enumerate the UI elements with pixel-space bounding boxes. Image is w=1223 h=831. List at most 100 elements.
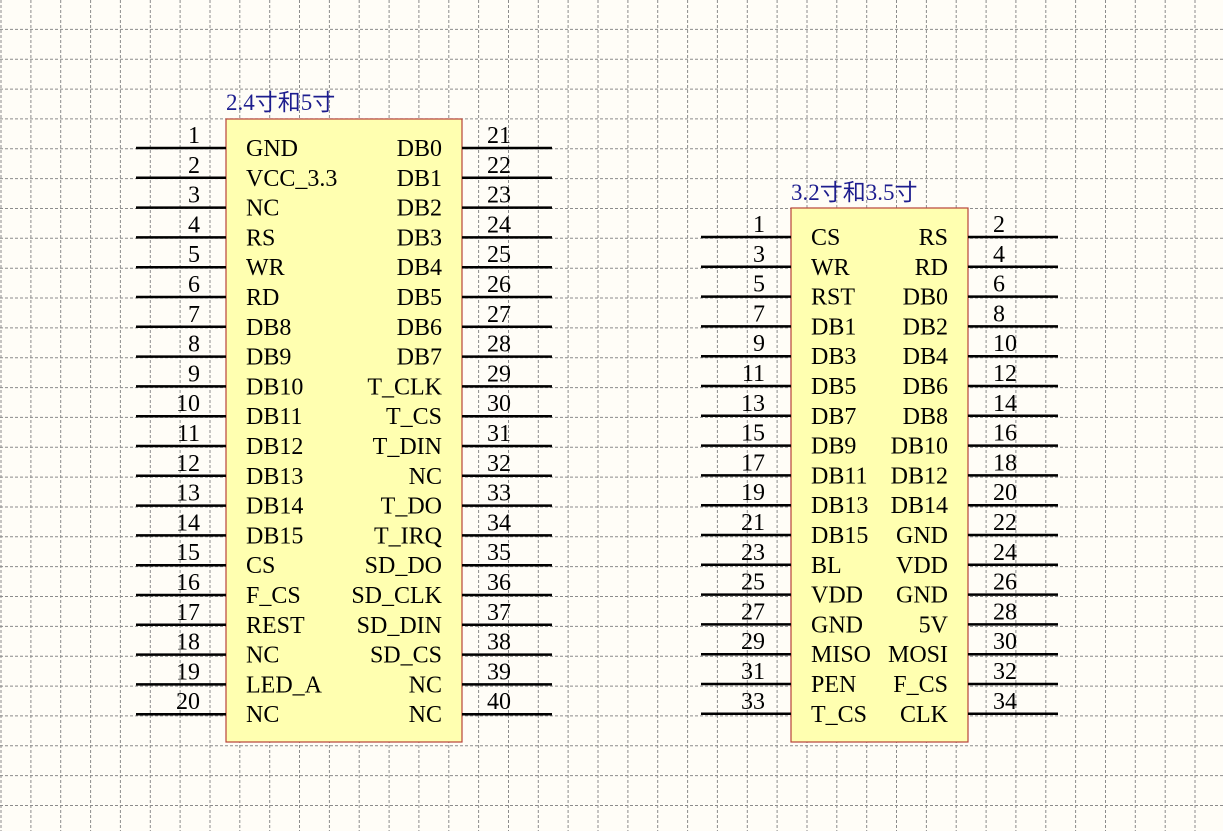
pin-name: DB0 bbox=[903, 285, 948, 311]
pin-name: SD_DIN bbox=[357, 613, 442, 639]
pin-number: 40 bbox=[487, 689, 511, 715]
pin-number: 28 bbox=[487, 332, 511, 358]
pin-number: 5 bbox=[188, 242, 200, 268]
pin-number: 38 bbox=[487, 630, 511, 656]
pin-name: REST bbox=[246, 613, 305, 639]
pin-name: RS bbox=[246, 225, 275, 251]
pin-number: 26 bbox=[487, 272, 511, 298]
pin-number: 25 bbox=[741, 570, 765, 596]
pin-number: 22 bbox=[993, 510, 1017, 536]
pin-number: 32 bbox=[487, 451, 511, 477]
pin-name: DB3 bbox=[397, 225, 442, 251]
pin-name: DB3 bbox=[811, 344, 856, 370]
pin-name: DB6 bbox=[397, 315, 442, 341]
component-body[interactable] bbox=[225, 118, 463, 743]
pin-name: SD_CS bbox=[370, 643, 442, 669]
pin-number: 31 bbox=[741, 659, 765, 685]
pin-number: 25 bbox=[487, 242, 511, 268]
pin-number: 8 bbox=[188, 332, 200, 358]
pin-name: DB8 bbox=[903, 404, 948, 430]
pin-number: 20 bbox=[176, 689, 200, 715]
pin-name: MISO bbox=[811, 642, 871, 668]
pin-number: 26 bbox=[993, 570, 1017, 596]
pin-name: CLK bbox=[900, 702, 949, 728]
pin-name: DB1 bbox=[811, 314, 856, 340]
pin-name: GND bbox=[246, 136, 298, 162]
pin-name: DB11 bbox=[811, 463, 867, 489]
pin-number: 9 bbox=[188, 361, 200, 387]
pin-number: 20 bbox=[993, 480, 1017, 506]
pin-name: DB2 bbox=[397, 196, 442, 222]
pin-name: LED_A bbox=[246, 672, 323, 698]
pin-name: T_CS bbox=[811, 702, 867, 728]
pin-number: 7 bbox=[753, 301, 765, 327]
pin-number: 19 bbox=[176, 659, 200, 685]
pin-name: BL bbox=[811, 553, 842, 579]
pin-name: DB10 bbox=[891, 434, 948, 460]
pin-name: DB14 bbox=[246, 494, 303, 520]
pin-number: 39 bbox=[487, 659, 511, 685]
pin-name: DB7 bbox=[811, 404, 856, 430]
pin-name: VDD bbox=[811, 583, 863, 609]
pin-number: 8 bbox=[993, 301, 1005, 327]
pin-number: 13 bbox=[741, 391, 765, 417]
pin-number: 22 bbox=[487, 153, 511, 179]
pin-number: 16 bbox=[993, 421, 1017, 447]
pin-number: 23 bbox=[487, 183, 511, 209]
pin-name: RD bbox=[246, 285, 279, 311]
pin-name: DB9 bbox=[811, 434, 856, 460]
pin-name: GND bbox=[896, 523, 948, 549]
pin-name: DB15 bbox=[811, 523, 868, 549]
pin-number: 11 bbox=[177, 421, 200, 447]
pin-name: T_CLK bbox=[367, 374, 442, 400]
pin-name: CS bbox=[246, 553, 275, 579]
pin-name: PEN bbox=[811, 672, 856, 698]
pin-number: 6 bbox=[188, 272, 200, 298]
pin-name: DB5 bbox=[811, 374, 856, 400]
pin-number: 19 bbox=[741, 480, 765, 506]
pin-number: 14 bbox=[176, 510, 200, 536]
component-body[interactable] bbox=[790, 207, 969, 743]
pin-number: 3 bbox=[753, 242, 765, 268]
pin-number: 17 bbox=[176, 600, 200, 626]
pin-name: F_CS bbox=[246, 583, 301, 609]
pin-number: 10 bbox=[176, 391, 200, 417]
pin-name: DB11 bbox=[246, 404, 302, 430]
pin-name: DB1 bbox=[397, 166, 442, 192]
pin-name: RS bbox=[919, 225, 948, 251]
pin-number: 10 bbox=[993, 331, 1017, 357]
pin-number: 34 bbox=[993, 689, 1017, 715]
pin-number: 15 bbox=[176, 540, 200, 566]
pin-name: DB7 bbox=[397, 345, 442, 371]
pin-number: 15 bbox=[741, 421, 765, 447]
pin-name: NC bbox=[409, 464, 442, 490]
pin-number: 18 bbox=[993, 450, 1017, 476]
pin-number: 6 bbox=[993, 272, 1005, 298]
pin-name: DB4 bbox=[903, 344, 948, 370]
pin-number: 3 bbox=[188, 183, 200, 209]
pin-number: 18 bbox=[176, 630, 200, 656]
pin-number: 30 bbox=[993, 629, 1017, 655]
pin-number: 36 bbox=[487, 570, 511, 596]
pin-name: DB9 bbox=[246, 345, 291, 371]
pin-number: 23 bbox=[741, 540, 765, 566]
pin-name: T_CS bbox=[386, 404, 442, 430]
pin-name: SD_DO bbox=[365, 553, 442, 579]
pin-name: CS bbox=[811, 225, 840, 251]
pin-number: 14 bbox=[993, 391, 1017, 417]
pin-name: DB4 bbox=[397, 255, 442, 281]
pin-name: GND bbox=[896, 583, 948, 609]
pin-number: 27 bbox=[487, 302, 511, 328]
pin-name: RST bbox=[811, 285, 855, 311]
pin-name: DB5 bbox=[397, 285, 442, 311]
pin-name: DB14 bbox=[891, 493, 948, 519]
pin-number: 7 bbox=[188, 302, 200, 328]
pin-number: 21 bbox=[487, 123, 511, 149]
pin-number: 1 bbox=[188, 123, 200, 149]
pin-number: 1 bbox=[753, 212, 765, 238]
pin-number: 12 bbox=[176, 451, 200, 477]
